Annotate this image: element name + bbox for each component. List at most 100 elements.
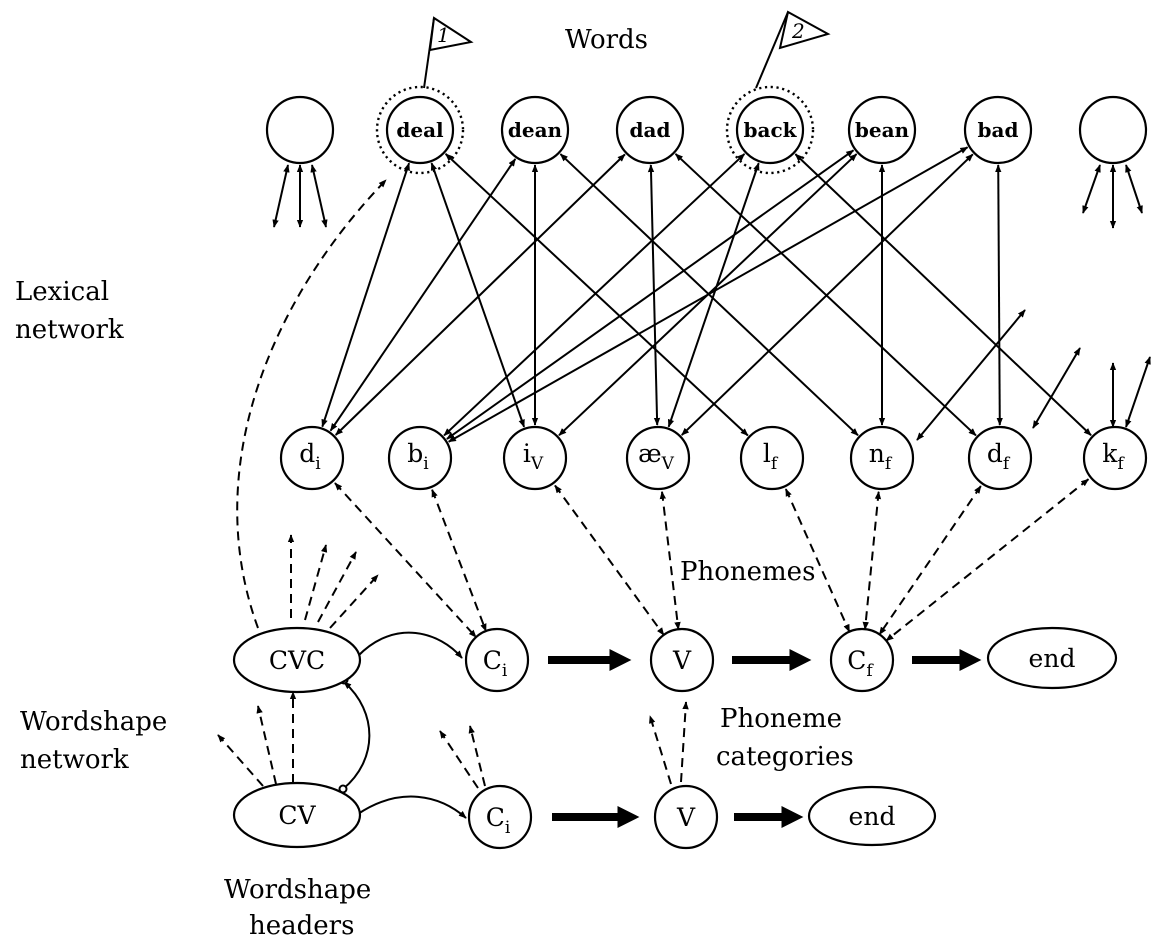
cvc-end-node-label: end — [1029, 644, 1076, 673]
cvc-chain-node-0-circle — [464, 627, 530, 693]
cv-to-ci-arrow — [357, 795, 467, 819]
phoneme-categories-label-line1: Phoneme — [720, 704, 842, 734]
lexical-link-bean-b_i — [446, 149, 855, 440]
cv-end-node: end — [807, 785, 937, 847]
cv-end-node-shape — [807, 785, 937, 847]
word-nodes: deal dean dad back bean bad — [265, 85, 1148, 175]
wordshape-headers-label-line2: headers — [249, 911, 354, 941]
lexical-link-dad-d_f — [674, 153, 977, 437]
category-link-d_f — [878, 485, 982, 636]
cvc-chain-node-1-circle — [649, 627, 715, 693]
word-node-dad: dad — [615, 95, 685, 165]
cvc-fan-1 — [304, 544, 328, 621]
word-circle — [615, 95, 685, 165]
chain-fan-1 — [468, 725, 486, 787]
cvc-fan-3 — [329, 574, 379, 629]
phoneme-node-n_f: nf — [849, 425, 915, 491]
word-circle — [385, 95, 455, 165]
header-to-word-link — [236, 179, 387, 629]
lexical-link-deal-i_v — [430, 162, 526, 428]
activation-halo — [725, 85, 815, 175]
word-circle — [265, 95, 335, 165]
phoneme-node-k_f: kf — [1082, 425, 1148, 491]
cvc-fan-2 — [317, 551, 357, 623]
phoneme-node-d_f: df — [967, 425, 1033, 491]
lexical-link-deal-d_i — [321, 162, 411, 428]
cvc-chain-node-2-circle — [829, 627, 895, 693]
wordshape-network-label-line1: Wordshape — [20, 707, 167, 737]
cvc-end-node-shape — [986, 626, 1118, 690]
flag-2: 2 — [755, 10, 831, 89]
word-circle — [735, 95, 805, 165]
word-node-dean: dean — [500, 95, 570, 165]
category-link-k_f — [885, 478, 1090, 642]
phoneme-label: df — [987, 439, 1011, 474]
phoneme-label: nf — [869, 439, 893, 474]
category-link-b_i — [431, 489, 487, 632]
word-circle — [500, 95, 570, 165]
cvc-end-node: end — [986, 626, 1118, 690]
stub-link-9 — [916, 309, 1026, 441]
word-label: deal — [396, 118, 444, 142]
cvc-header-node-label: CVC — [269, 646, 325, 675]
cv-to-cvc-link — [342, 681, 371, 790]
flag-1-number: 1 — [437, 23, 450, 47]
stub-connections — [272, 164, 1151, 441]
cvc-chain-node-2-label: Cf — [847, 646, 874, 681]
cvc-chain-node-1: V — [649, 627, 715, 693]
word-label: back — [744, 118, 798, 142]
phoneme-categories-label-line2: categories — [716, 742, 854, 772]
cv-end-node-label: end — [849, 802, 896, 831]
word-label: dad — [630, 118, 671, 142]
cv-fan-1 — [256, 705, 277, 785]
cvc-chain-node-0-label: Ci — [483, 646, 508, 681]
lexical-link-dad-d_i — [334, 153, 626, 436]
lexical-network-label-line2: network — [15, 315, 124, 345]
word-circle — [963, 95, 1033, 165]
wordshape-headers-label-line1: Wordshape — [224, 875, 371, 905]
phoneme-circle — [625, 425, 691, 491]
lexical-link-dean-d_i — [329, 158, 517, 432]
lexical-network-label-line1: Lexical — [15, 277, 109, 307]
cvc-header-node-shape — [232, 626, 362, 694]
word-label: dean — [508, 118, 563, 142]
lexical-connections — [321, 146, 1092, 443]
lexical-link-back-k_f — [794, 153, 1092, 436]
cv-chain-node-1-circle — [653, 784, 719, 850]
word-circle — [1078, 95, 1148, 165]
cvc-chain-node-1-label: V — [672, 646, 692, 675]
phoneme-node-b_i: bi — [387, 425, 453, 491]
cvc-to-ci-arrow — [357, 631, 463, 659]
category-link-ae_v — [659, 490, 681, 631]
word-label: bean — [855, 118, 910, 142]
stub-link-2 — [310, 164, 328, 228]
phoneme-node-ae_v: æV — [625, 425, 691, 491]
stub-link-5 — [1125, 164, 1143, 214]
lexical-link-bad-d_f — [995, 164, 1003, 426]
stub-link-8 — [1125, 356, 1151, 428]
word-node-empty-left — [265, 95, 335, 165]
cvc-header-node: CVC — [232, 626, 362, 694]
category-link-l_f — [784, 488, 851, 633]
word-node-deal: deal — [375, 85, 465, 175]
chain-fan-3 — [680, 701, 689, 783]
phoneme-circle — [387, 425, 453, 491]
lexical-link-bad-ae_v — [681, 153, 974, 436]
phoneme-node-i_v: iV — [502, 425, 568, 491]
cv-chain-node-1-label: V — [676, 803, 696, 832]
cv-chain-node-1: V — [653, 784, 719, 850]
phoneme-node-d_i: di — [279, 425, 345, 491]
word-node-back: back — [725, 85, 815, 175]
phoneme-label: æV — [638, 439, 675, 474]
word-node-bad: bad — [963, 95, 1033, 165]
phoneme-circle — [967, 425, 1033, 491]
cv-chain-node-0: Ci — [467, 784, 533, 850]
flag-1: 1 — [423, 16, 474, 89]
cv-header-node: CV — [232, 781, 362, 849]
phoneme-circle — [1082, 425, 1148, 491]
wordshape-network-label-line2: network — [20, 745, 129, 775]
phoneme-label: di — [299, 439, 321, 474]
phoneme-category-links — [217, 179, 1090, 789]
